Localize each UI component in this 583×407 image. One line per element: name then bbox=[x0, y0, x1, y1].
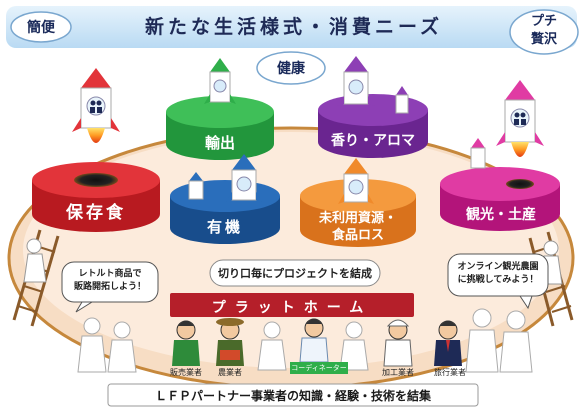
rocket-tourism-small bbox=[470, 138, 486, 169]
cylinder-export bbox=[166, 96, 274, 160]
page-title: 新たな生活様式・消費ニーズ bbox=[144, 16, 444, 38]
label-processor: 加工業者 bbox=[382, 368, 414, 377]
tag-right-oval bbox=[509, 9, 579, 55]
header-band bbox=[6, 6, 577, 48]
project-note-pill bbox=[209, 259, 381, 287]
label-preserved: 保存食 bbox=[66, 203, 126, 223]
platform-label: プラットホーム bbox=[211, 300, 373, 316]
left-bubble-line1: レトルト商品で bbox=[78, 269, 142, 279]
right-bubble-line2: に挑戦してみよう！ bbox=[457, 275, 539, 285]
label-farmer: 農業者 bbox=[218, 368, 242, 377]
label-coordinator: コーディネーター bbox=[291, 364, 347, 372]
tag-left: 簡便 bbox=[27, 20, 55, 36]
footer-text: ＬＦＰパートナー事業者の知識・経験・技術を結集 bbox=[154, 389, 431, 403]
right-bubble-shape bbox=[447, 253, 549, 310]
label-unused: 未利用資源・ 食品ロス bbox=[300, 210, 416, 244]
project-note: 切り口毎にプロジェクトを結成 bbox=[218, 267, 372, 280]
footer-band bbox=[107, 383, 479, 407]
cylinder-preserved bbox=[32, 162, 160, 232]
rocket-aroma bbox=[337, 56, 375, 106]
right-bubble-line1: オンライン観光農園 bbox=[457, 262, 539, 272]
label-travel: 旅行業者 bbox=[434, 368, 466, 377]
tag-right: プチ 贅沢 bbox=[510, 13, 578, 49]
rocket-preserved bbox=[72, 68, 120, 143]
tag-center: 健康 bbox=[277, 61, 305, 77]
left-bubble-line2: 販路開拓しよう！ bbox=[73, 282, 146, 292]
people-row bbox=[77, 308, 533, 373]
tag-right-line1: プチ bbox=[530, 14, 557, 29]
rocket-tourism bbox=[496, 80, 544, 157]
rocket-unused bbox=[338, 158, 374, 204]
tag-left-oval bbox=[10, 11, 72, 43]
platform-bar bbox=[170, 293, 414, 317]
label-export: 輸出 bbox=[204, 134, 235, 152]
rocket-organic-small bbox=[188, 172, 204, 200]
cylinder-tourism bbox=[440, 167, 560, 231]
label-unused-line2: 食品ロス bbox=[331, 228, 384, 243]
right-bubble-text: オンライン観光農園 に挑戦してみよう！ bbox=[448, 261, 548, 287]
label-sales: 販売業者 bbox=[170, 368, 202, 377]
tag-center-oval bbox=[256, 51, 326, 85]
label-tourism: 観光・土産 bbox=[466, 207, 536, 223]
rocket-aroma-small bbox=[395, 86, 409, 114]
left-bubble-text: レトルト商品で 販路開拓しよう！ bbox=[62, 268, 158, 294]
label-aroma: 香り・アロマ bbox=[331, 133, 415, 149]
label-organic: 有機 bbox=[206, 218, 243, 236]
rocket-organic bbox=[226, 154, 262, 202]
label-unused-line1: 未利用資源・ bbox=[318, 211, 397, 226]
coordinator-label-bg bbox=[290, 362, 348, 374]
rocket-export bbox=[204, 58, 236, 104]
tag-right-line2: 贅沢 bbox=[530, 32, 557, 47]
left-bubble-shape bbox=[61, 261, 159, 313]
